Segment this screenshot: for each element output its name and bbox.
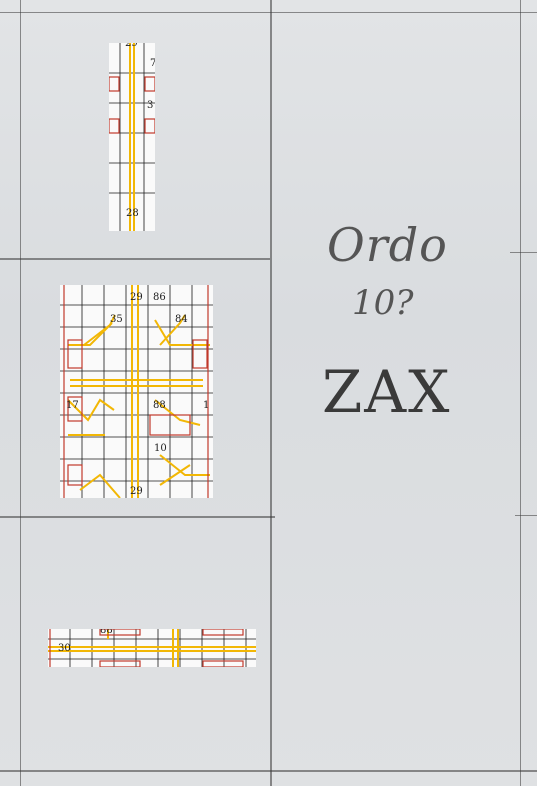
tile-bottom-grid [48,629,256,667]
frame-line [270,0,272,786]
tile-number: 84 [175,315,188,325]
tile-middle: 29 86 35 84 17 88 1 10 29 [60,285,213,498]
tile-number: 10 [154,444,167,454]
label-code: ZAX [322,358,451,426]
tile-bottom: 88 30 [48,629,256,667]
label-ordo: Ordo [327,218,448,272]
frame-line [20,0,21,786]
tile-number: 35 [110,315,123,325]
tile-number: 7 [150,59,155,69]
tile-number: 29 [130,487,143,497]
frame-line [0,12,537,13]
tile-middle-grid [60,285,213,498]
tile-top-grid [109,43,155,231]
tile-number: 86 [153,293,166,303]
tile-number: 28 [126,209,139,219]
frame-line [520,0,521,786]
tile-number: 17 [66,401,79,411]
tile-number: 3 [147,101,153,111]
frame-line [510,252,537,253]
frame-line [515,515,537,516]
label-number: 10? [352,283,414,323]
tile-number: 88 [153,401,166,411]
tile-number: 29 [125,43,138,49]
tile-number: 29 [130,293,143,303]
tile-top: 29 7 3 28 [109,43,155,231]
frame-line [0,516,275,518]
tile-number: 88 [100,629,113,636]
tile-number: 1 [203,401,209,411]
frame-line [0,258,270,260]
tile-number: 30 [58,644,71,654]
frame-line [0,770,537,772]
